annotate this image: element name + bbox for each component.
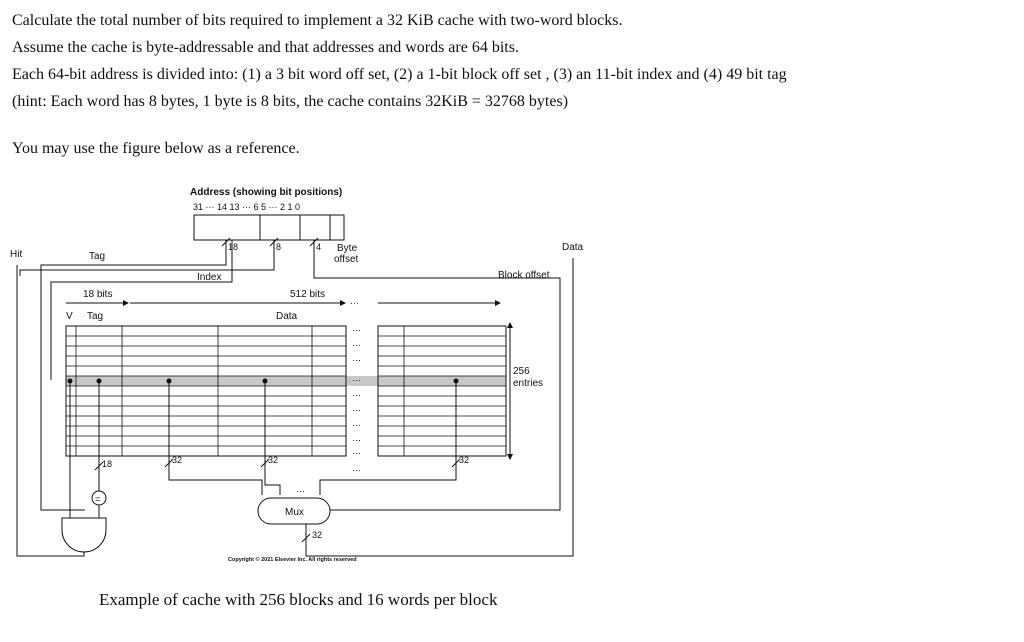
question-line-3: Each 64-bit address is divided into: (1)…	[12, 66, 787, 83]
reference-text: You may use the figure below as a refere…	[12, 140, 300, 157]
svg-text:···: ···	[352, 375, 361, 385]
svg-text:···: ···	[352, 448, 361, 458]
svg-text:···: ···	[352, 390, 361, 400]
width-32-b: 32	[268, 455, 278, 465]
width-18: 18	[102, 459, 112, 469]
svg-text:···: ···	[352, 340, 361, 350]
width-32-out: 32	[312, 530, 322, 540]
bit-positions: 31 ··· 14 13 ··· 6 5 ··· 2 1 0	[193, 202, 300, 212]
svg-text:···: ···	[350, 298, 359, 308]
width-32-c: 32	[459, 455, 469, 465]
question-line-4: (hint: Each word has 8 bytes, 1 byte is …	[12, 93, 569, 110]
svg-text:···: ···	[352, 325, 361, 335]
address-title: Address (showing bit positions)	[190, 187, 342, 198]
cache-array: ··· ··· ··· ··· ··· ··· ··· ··· ··· ···	[65, 325, 507, 475]
mux-label: Mux	[285, 507, 304, 518]
data-label: Data	[562, 242, 584, 253]
byte-offset-label-2: offset	[334, 254, 358, 265]
width-32-a: 32	[172, 455, 182, 465]
block-offset-label: Block offset	[498, 270, 550, 281]
hit-label: Hit	[10, 249, 22, 260]
tag-label: Tag	[89, 251, 105, 262]
svg-text:···: ···	[352, 420, 361, 430]
and-gate	[61, 517, 107, 553]
v-label: V	[66, 311, 73, 322]
mux	[257, 497, 331, 525]
tag-width: 18	[228, 242, 238, 252]
byte-offset-label-1: Byte	[337, 243, 357, 254]
tag-bits-label: 18 bits	[83, 289, 112, 300]
cache-diagram: Address (showing bit positions) 31 ··· 1…	[10, 187, 584, 563]
index-width: 8	[276, 242, 281, 252]
tag-column-label: Tag	[87, 311, 103, 322]
question-line-1: Calculate the total number of bits requi…	[12, 12, 623, 29]
address-register	[193, 214, 345, 241]
data-column-label: Data	[276, 311, 298, 322]
svg-text:···: ···	[352, 465, 361, 475]
svg-text:···: ···	[352, 355, 361, 365]
svg-text:···: ···	[352, 435, 361, 445]
copyright: Copyright © 2021 Elsevier Inc. All right…	[228, 556, 357, 563]
block-width: 4	[316, 242, 321, 252]
entries-count: 256	[513, 366, 530, 377]
entries-label: entries	[513, 378, 543, 389]
svg-text:···: ···	[352, 405, 361, 415]
data-bits-label: 512 bits	[290, 289, 325, 300]
index-label: Index	[197, 272, 221, 283]
figure-caption: Example of cache with 256 blocks and 16 …	[99, 590, 498, 609]
question-line-2: Assume the cache is byte-addressable and…	[12, 39, 519, 56]
comparator-symbol: =	[95, 494, 100, 504]
svg-text:···: ···	[296, 486, 305, 496]
